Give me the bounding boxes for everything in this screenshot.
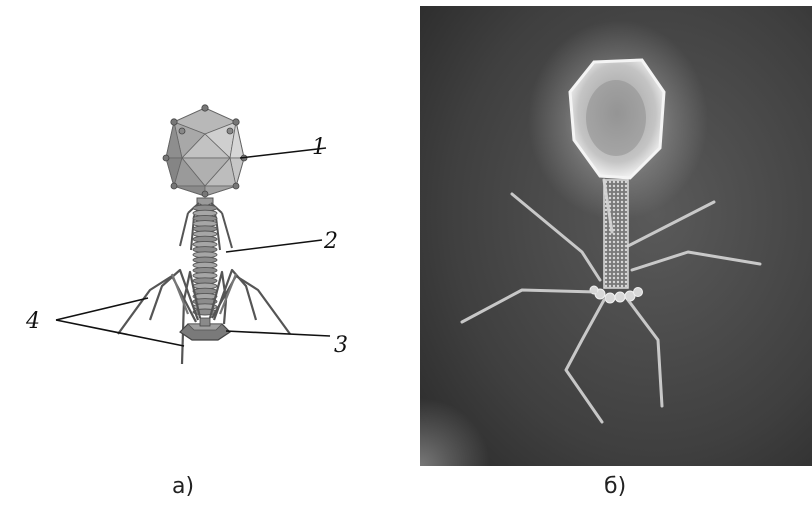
label-3: 3 xyxy=(334,333,348,358)
label-2: 2 xyxy=(323,229,338,254)
phage-schematic: 1 2 3 4 xyxy=(25,105,348,364)
label-1: 1 xyxy=(312,135,326,160)
leader-line-2 xyxy=(226,240,322,252)
label-4: 4 xyxy=(25,309,40,334)
capsid-head xyxy=(163,105,247,197)
caption-panel-a: а) xyxy=(172,474,194,499)
leader-line-3 xyxy=(226,331,330,336)
leader-line-4a xyxy=(56,298,148,320)
leader-line-4b xyxy=(56,320,184,346)
baseplate xyxy=(180,318,230,340)
caption-panel-b: б) xyxy=(604,474,626,499)
phage-micrograph xyxy=(420,6,812,466)
